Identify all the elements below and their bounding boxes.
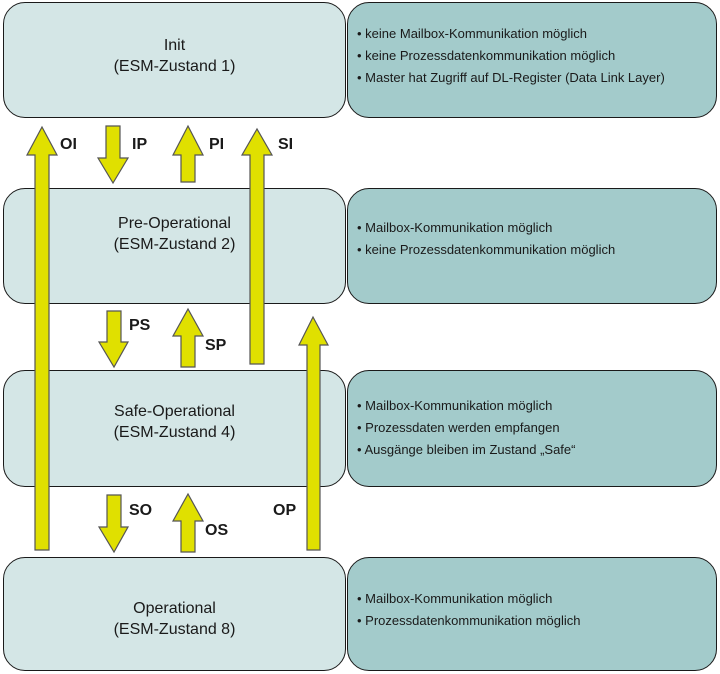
arrow-si [240,127,274,365]
info-item: keine Mailbox-Kommunikation möglich [357,23,665,45]
info-item: Prozessdatenkommunikation möglich [357,610,580,632]
transition-label-ip: IP [132,136,148,153]
transition-label-os: OS [205,522,229,539]
arrow-ip [96,125,130,185]
arrow-pi [172,124,204,183]
arrow-op [298,315,330,551]
transition-label-ps: PS [129,317,151,334]
state-name: Safe-Operational [114,403,235,420]
state-subtitle: (ESM-Zustand 1) [113,58,236,75]
transition-label-oi: OI [60,136,77,153]
info-safe-operational: Mailbox-Kommunikation möglich Prozessdat… [347,370,717,487]
state-name: Pre-Operational [118,215,231,232]
state-safe-operational: Safe-Operational (ESM-Zustand 4) [3,370,346,487]
info-item: Master hat Zugriff auf DL-Register (Data… [357,67,665,89]
info-item: Mailbox-Kommunikation möglich [357,588,581,610]
state-name: Init [163,37,186,54]
arrow-sp [171,307,205,368]
info-item: Mailbox-Kommunikation möglich [357,217,615,239]
transition-label-so: SO [129,502,153,519]
state-operational: Operational (ESM-Zustand 8) [3,557,346,671]
info-operational: Mailbox-Kommunikation möglich Prozessdat… [347,557,717,671]
transition-label-op: OP [273,502,297,519]
arrow-ps [97,310,130,369]
info-item: Mailbox-Kommunikation möglich [357,395,575,417]
transition-label-pi: PI [209,136,225,153]
info-item: Ausgänge bleiben im Zustand „Safe“ [357,439,575,461]
state-subtitle: (ESM-Zustand 4) [113,424,236,441]
info-init: keine Mailbox-Kommunikation möglich kein… [347,2,717,118]
transition-label-si: SI [278,136,294,153]
info-item: keine Prozessdatenkommunikation möglich [357,45,665,67]
arrow-oi [25,125,59,551]
arrow-so [97,494,130,554]
arrow-os [171,492,205,553]
state-init: Init (ESM-Zustand 1) [3,2,346,118]
state-subtitle: (ESM-Zustand 8) [113,621,236,638]
info-item: Prozessdaten werden empfangen [357,417,575,439]
info-item: keine Prozessdatenkommunikation möglich [357,239,615,261]
info-pre-operational: Mailbox-Kommunikation möglich keine Proz… [347,188,717,304]
state-name: Operational [133,600,216,617]
state-pre-operational: Pre-Operational (ESM-Zustand 2) [3,188,346,304]
state-subtitle: (ESM-Zustand 2) [113,236,236,253]
transition-label-sp: SP [205,337,227,354]
